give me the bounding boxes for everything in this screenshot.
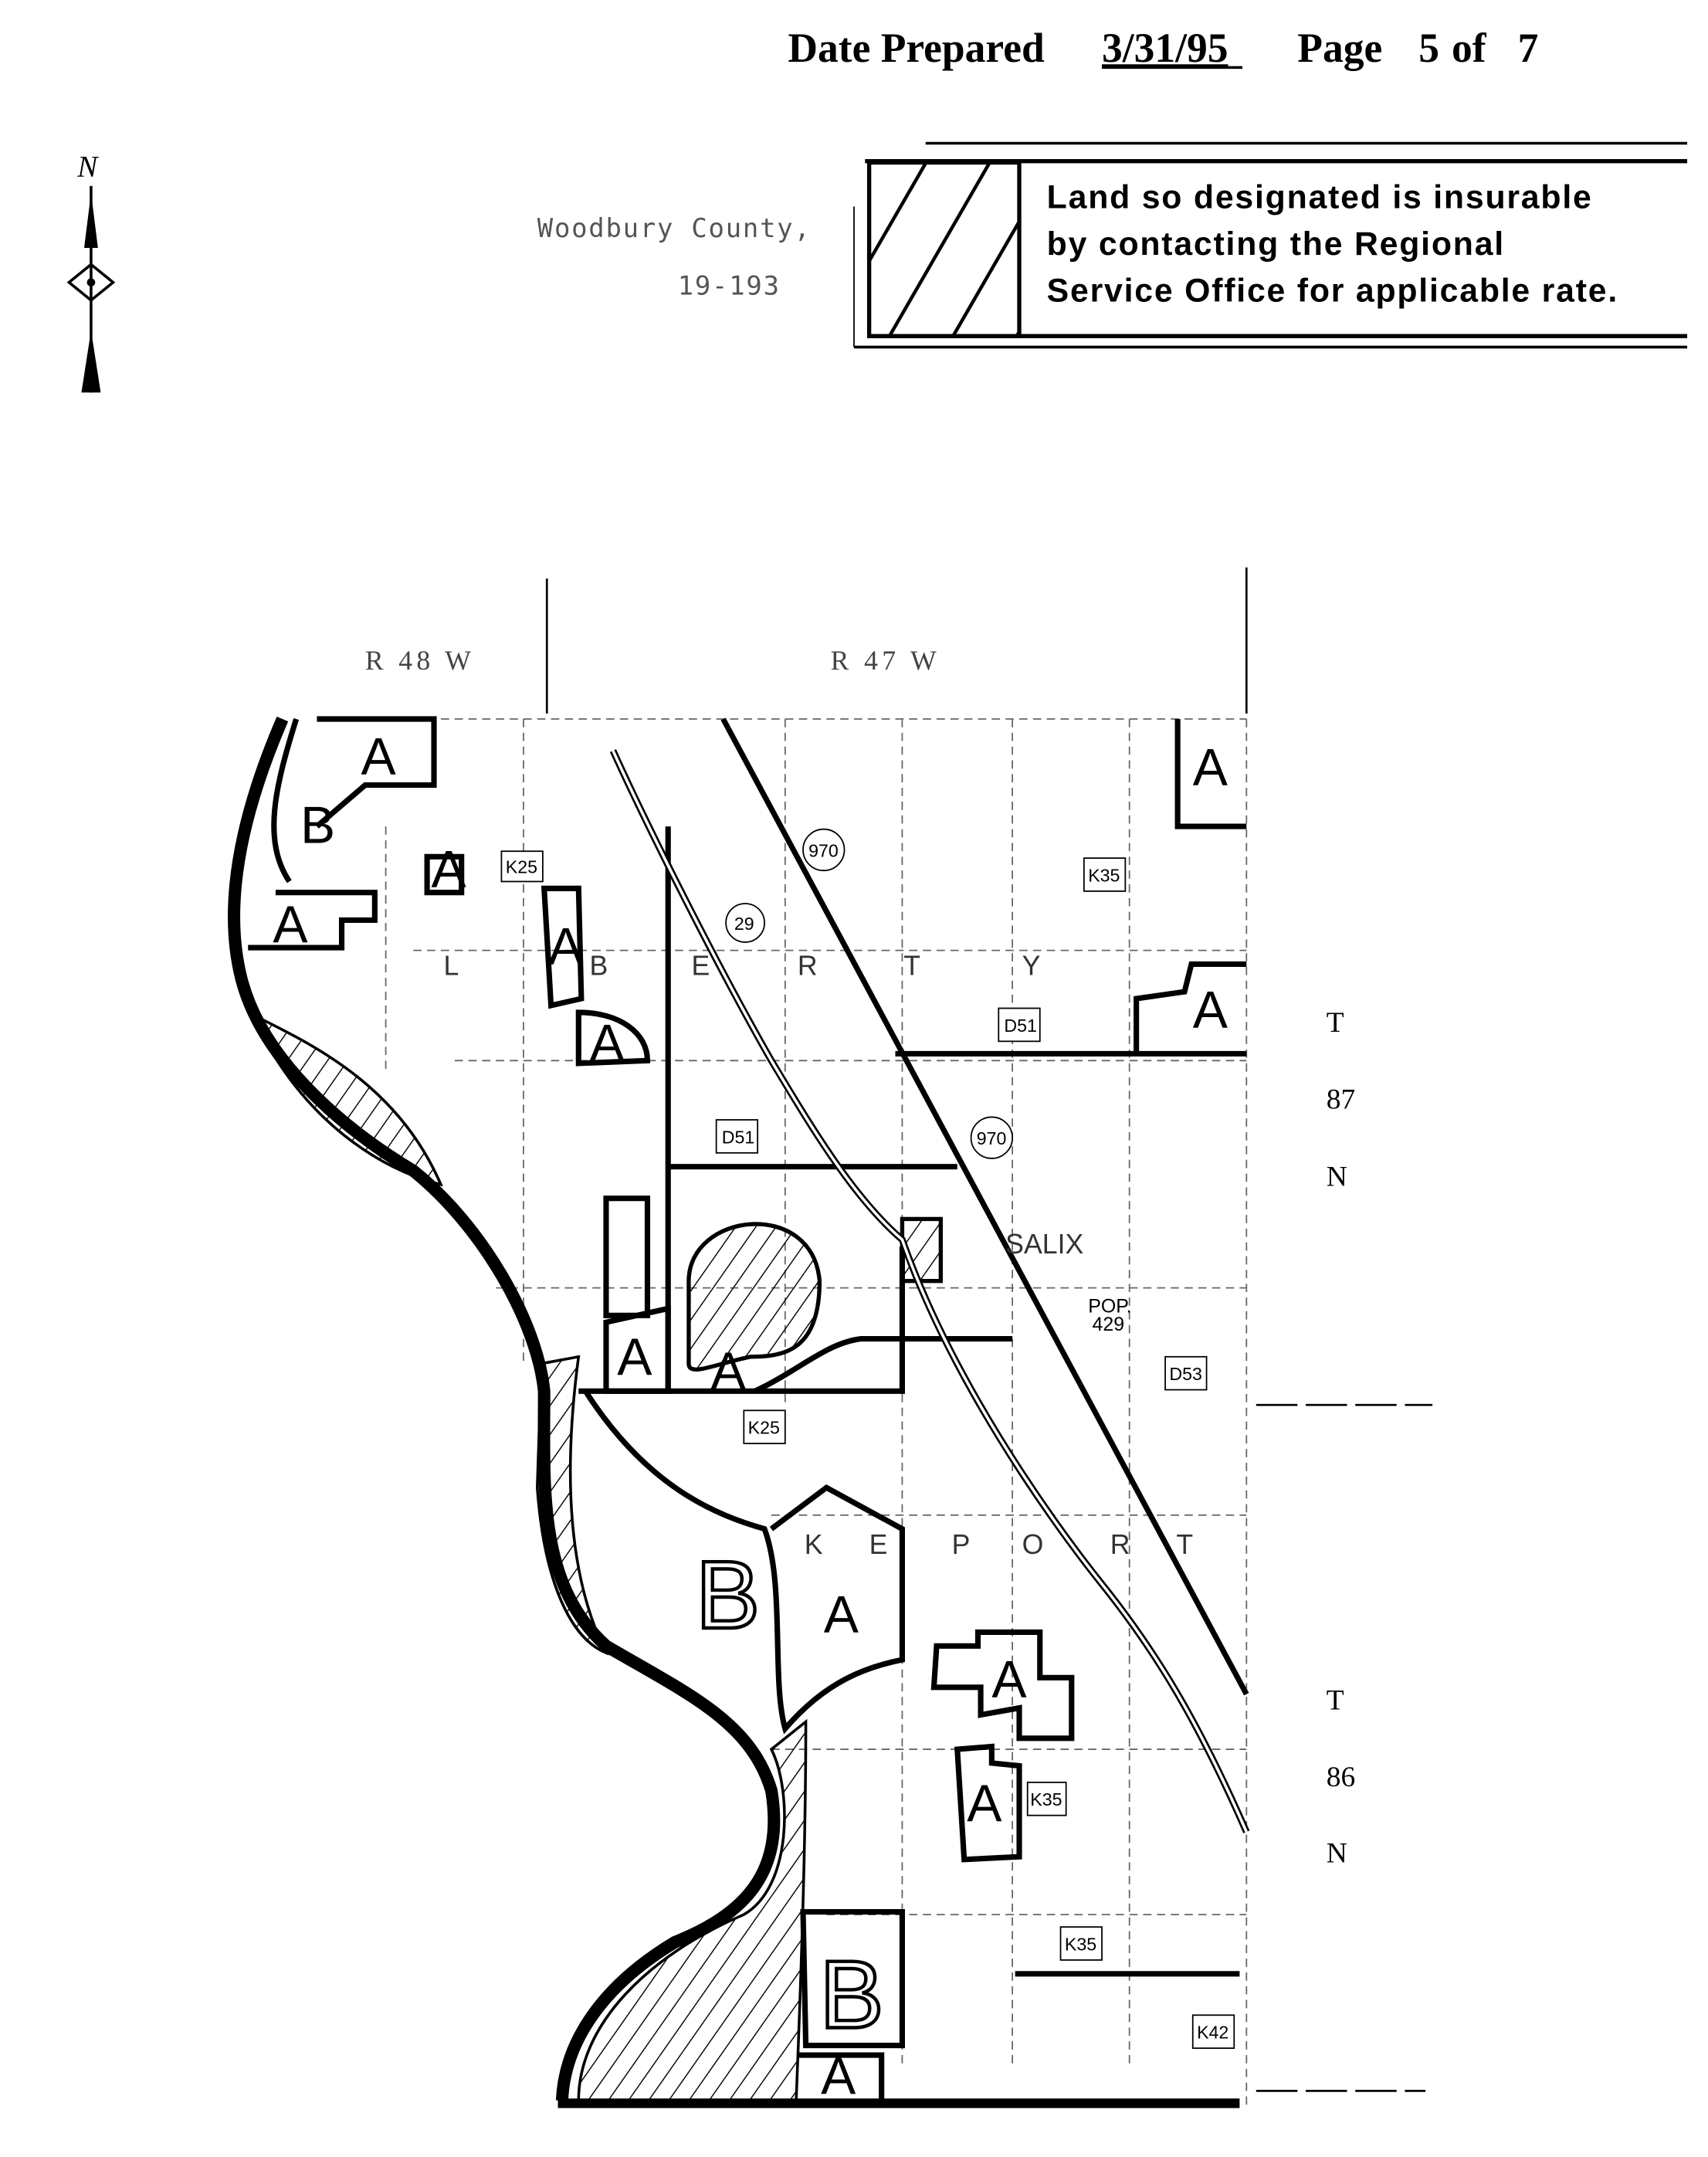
zone-label: B xyxy=(300,797,335,855)
road-shield: 29 xyxy=(734,914,754,934)
hatch-swatch xyxy=(866,160,1022,338)
town-name: SALIX xyxy=(1005,1229,1083,1260)
svg-text:T: T xyxy=(1176,1529,1193,1560)
legend-line-2: by contacting the Regional xyxy=(1047,226,1505,263)
svg-text:N: N xyxy=(76,150,99,183)
road-shield: K25 xyxy=(506,857,537,877)
zone-label: A xyxy=(821,2047,856,2105)
svg-text:B: B xyxy=(590,951,608,982)
road-shield: D53 xyxy=(1169,1364,1202,1384)
svg-text:E: E xyxy=(692,951,710,982)
panel-number: 19-193 xyxy=(678,271,781,301)
north-arrow-icon: N xyxy=(66,150,116,393)
svg-text:K: K xyxy=(805,1529,823,1560)
legend-line-1: Land so designated is insurable xyxy=(1047,178,1593,215)
township-label: T 86 N xyxy=(1327,1684,1355,1869)
page-number: 5 xyxy=(1418,25,1439,71)
header: Date Prepared 3/31/95 Page 5 of 7 xyxy=(788,25,1538,71)
road-shield: K35 xyxy=(1030,1789,1062,1809)
road-shield: 970 xyxy=(977,1128,1007,1148)
page-total: 7 xyxy=(1518,25,1539,71)
zone-label: A xyxy=(361,727,396,785)
svg-text:N: N xyxy=(1327,1837,1347,1869)
svg-text:T: T xyxy=(1327,1684,1344,1716)
legend-line-3: Service Office for applicable rate. xyxy=(1047,273,1618,310)
svg-text:T: T xyxy=(903,951,920,982)
svg-text:O: O xyxy=(1022,1529,1044,1560)
svg-text:86: 86 xyxy=(1327,1762,1355,1793)
zone-label: A xyxy=(711,1342,747,1400)
map: A A A A A A A A A A A A A B B B L B E R … xyxy=(228,716,1250,2108)
township-name-liberty: L B E R T Y xyxy=(444,951,1041,982)
svg-text:N: N xyxy=(1327,1162,1347,1193)
township-label: T 87 N xyxy=(1327,1007,1355,1193)
zone-label: A xyxy=(967,1775,1002,1833)
zone-label: A xyxy=(824,1586,859,1643)
zone-a-labels: A A A A A A A A A A A A A xyxy=(273,727,1228,2105)
svg-text:P: P xyxy=(952,1529,971,1560)
population-value: 429 xyxy=(1093,1314,1125,1335)
svg-text:Y: Y xyxy=(1022,951,1041,982)
zone-label: A xyxy=(1193,982,1228,1039)
zone-label: A xyxy=(273,896,308,954)
zone-label: A xyxy=(590,1014,625,1072)
svg-text:R: R xyxy=(798,951,818,982)
date-label: Date Prepared xyxy=(788,25,1045,71)
road-shield: 970 xyxy=(808,840,839,860)
svg-text:E: E xyxy=(869,1529,888,1560)
zone-label: A xyxy=(431,841,466,899)
zone-b-labels: B B B xyxy=(300,797,886,2050)
hatched-zone xyxy=(577,1718,808,2102)
date-value: 3/31/95 xyxy=(1102,25,1228,71)
river-bank xyxy=(228,716,781,2101)
hatched-zone xyxy=(259,1016,444,1187)
road-shield: K35 xyxy=(1088,865,1120,885)
page-label: Page xyxy=(1297,25,1382,71)
svg-text:87: 87 xyxy=(1327,1084,1355,1116)
hatched-zone xyxy=(686,1222,822,1372)
road-shield: D51 xyxy=(1004,1016,1037,1036)
road-shield: K42 xyxy=(1197,2023,1228,2043)
population-label: POP. xyxy=(1088,1296,1131,1318)
zone-label: B xyxy=(819,1941,883,2048)
county-name: Woodbury County, xyxy=(537,213,812,243)
zone-label: A xyxy=(1193,739,1228,797)
road-shield: K35 xyxy=(1065,1934,1096,1954)
zone-label: A xyxy=(991,1650,1027,1708)
township-name-keport: K E P O R T xyxy=(805,1529,1193,1560)
zone-boundaries xyxy=(248,716,1249,2108)
range-label: R 48 W xyxy=(365,645,475,676)
road-shields: K25 K35 970 29 D51 D51 970 D53 K25 K35 K… xyxy=(500,828,1235,2049)
zone-label: A xyxy=(548,917,584,975)
legend: Land so designated is insurable by conta… xyxy=(853,141,1688,349)
zone-label: A xyxy=(617,1328,652,1386)
svg-text:R: R xyxy=(1110,1529,1130,1560)
svg-text:T: T xyxy=(1327,1007,1344,1039)
zone-label: B xyxy=(696,1541,760,1649)
road-shield: K25 xyxy=(748,1418,780,1438)
svg-text:L: L xyxy=(444,951,459,982)
page-of: of xyxy=(1452,25,1487,71)
range-label: R 47 W xyxy=(831,645,940,676)
road-shield: D51 xyxy=(722,1127,755,1147)
